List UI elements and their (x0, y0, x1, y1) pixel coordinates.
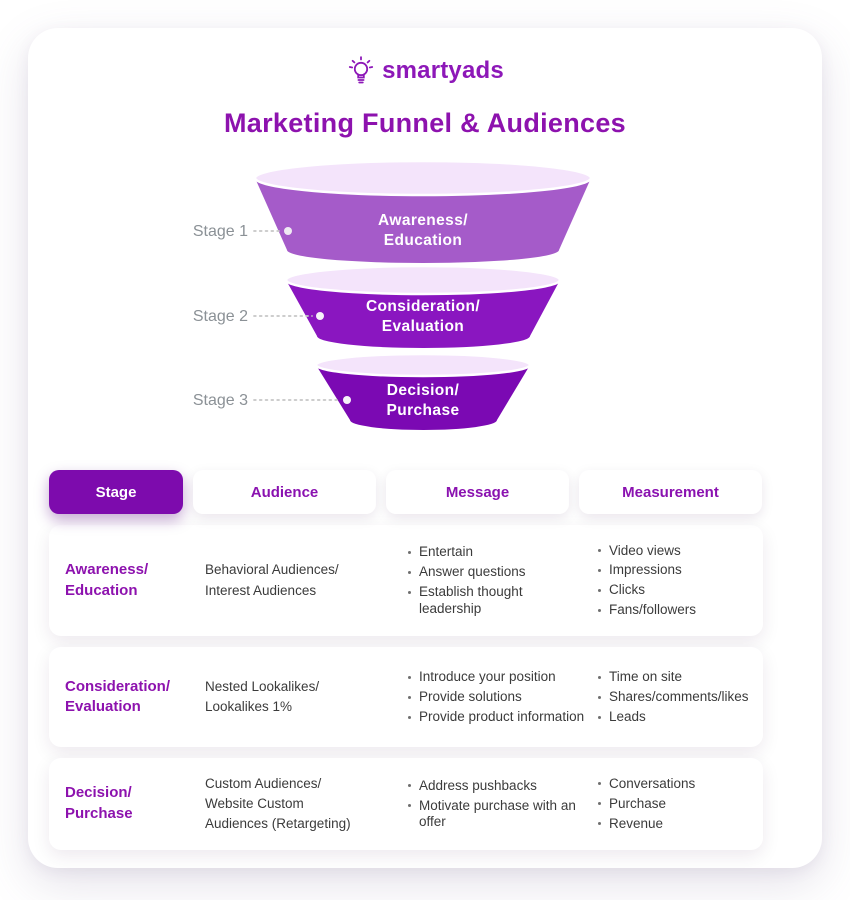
funnel-stage-1-dot (284, 227, 292, 235)
row-stage-label: Awareness/ Education (65, 561, 149, 599)
measurement-item: Conversations (596, 776, 753, 792)
measurement-item: Revenue (596, 816, 753, 832)
funnel-stage-1-line2: Education (384, 232, 463, 249)
table-row-consideration: Consideration/ Evaluation Nested Lookali… (49, 647, 763, 748)
measurement-item: Leads (596, 709, 753, 725)
funnel-diagram: Awareness/ Education Stage 1 Considerati… (28, 157, 822, 447)
message-item: Introduce your position (406, 669, 586, 685)
funnel-stage-2-body (286, 280, 560, 348)
funnel-stage-1-line1: Awareness/ (378, 212, 468, 229)
message-item: Establish thought leadership (406, 584, 586, 617)
row-message-list: Entertain Answer questions Establish tho… (406, 541, 596, 621)
message-item: Provide product information (406, 709, 586, 725)
funnel-stage-3-label: Stage 3 (193, 392, 248, 409)
table-row-awareness: Awareness/ Education Behavioral Audience… (49, 525, 763, 637)
measurement-item: Video views (596, 543, 753, 559)
table-header-stage: Stage (49, 470, 183, 514)
measurement-item: Time on site (596, 669, 753, 685)
row-measurement-list: Conversations Purchase Revenue (596, 772, 753, 835)
funnel-stage-2-label: Stage 2 (193, 308, 248, 325)
message-item: Motivate purchase with an offer (406, 798, 586, 831)
funnel-stage-3: Decision/ Purchase Stage 3 (193, 352, 532, 430)
funnel-stage-1-body (255, 178, 591, 263)
row-message-list: Introduce your position Provide solution… (406, 666, 596, 729)
funnel-table: Stage Audience Message Measurement Aware… (49, 470, 802, 850)
funnel-stage-2-line1: Consideration/ (366, 298, 480, 315)
funnel-stage-2-dot (316, 312, 324, 320)
measurement-item: Clicks (596, 582, 753, 598)
logo-text: smartyads (382, 57, 504, 84)
funnel-stage-2-top (284, 264, 562, 296)
measurement-item: Fans/followers (596, 602, 753, 618)
funnel-stage-2-line2: Evaluation (382, 318, 464, 335)
table-header-measurement: Measurement (579, 470, 762, 514)
funnel-stage-1: Awareness/ Education Stage 1 (193, 159, 593, 263)
message-item: Answer questions (406, 564, 586, 580)
message-item: Provide solutions (406, 689, 586, 705)
row-audience-text: Custom Audiences/ Website Custom Audienc… (205, 775, 351, 832)
measurement-item: Purchase (596, 796, 753, 812)
page-title: Marketing Funnel & Audiences (224, 108, 626, 138)
row-measurement-list: Video views Impressions Clicks Fans/foll… (596, 539, 753, 622)
row-stage-label: Consideration/ Evaluation (65, 677, 171, 716)
funnel-stage-2: Consideration/ Evaluation Stage 2 (193, 264, 562, 348)
row-audience-text: Behavioral Audiences/ Interest Audiences (205, 562, 339, 598)
row-audience-text: Nested Lookalikes/ Lookalikes 1% (205, 679, 320, 715)
table-row-decision: Decision/ Purchase Custom Audiences/ Web… (49, 758, 763, 850)
lightbulb-icon (348, 56, 374, 84)
main-card: smartyads Marketing Funnel & Audiences A… (28, 28, 822, 868)
funnel-stage-1-top (253, 159, 593, 197)
row-message-list: Address pushbacks Motivate purchase with… (406, 774, 596, 834)
funnel-stage-1-label: Stage 1 (193, 223, 248, 240)
funnel-stage-3-dot (343, 396, 351, 404)
funnel-stage-3-line2: Purchase (387, 402, 460, 419)
logo: smartyads (346, 54, 504, 88)
funnel-stage-3-body (316, 365, 530, 430)
table-header-audience: Audience (193, 470, 376, 514)
row-measurement-list: Time on site Shares/comments/likes Leads (596, 666, 753, 729)
message-item: Address pushbacks (406, 778, 586, 794)
funnel-stage-3-top (314, 352, 532, 378)
measurement-item: Impressions (596, 562, 753, 578)
row-stage-label: Decision/ Purchase (65, 784, 133, 823)
table-header-row: Stage Audience Message Measurement (49, 470, 802, 514)
measurement-item: Shares/comments/likes (596, 689, 753, 705)
message-item: Entertain (406, 544, 586, 560)
funnel-stage-3-line1: Decision/ (387, 382, 460, 399)
table-header-message: Message (386, 470, 569, 514)
